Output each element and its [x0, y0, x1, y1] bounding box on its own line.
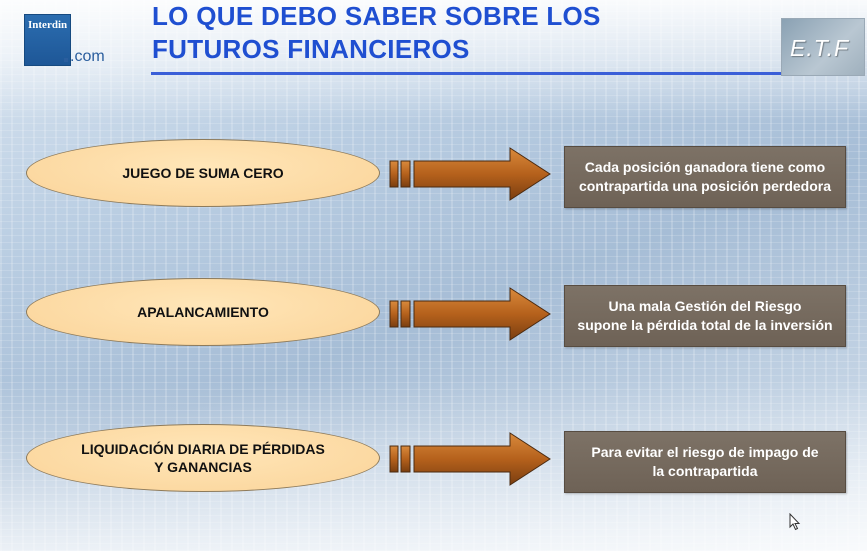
concept-1-line-1: JUEGO DE SUMA CERO	[122, 165, 284, 181]
concept-3-line-2: Y GANANCIAS	[154, 459, 252, 475]
etf-badge-text: E.T.F	[790, 35, 850, 61]
logo-brand-text: Interdin	[28, 19, 68, 31]
interdin-logo: Interdin .com	[24, 14, 116, 68]
right-arrow-icon	[389, 147, 551, 201]
explanation-box-1: Cada posición ganadora tiene como contra…	[564, 146, 846, 208]
logo-dot	[64, 58, 68, 62]
explanation-box-2: Una mala Gestión del Riesgo supone la pé…	[564, 285, 846, 347]
explanation-3-line-2: la contrapartida	[652, 463, 758, 479]
slide-title: LO QUE DEBO SABER SOBRE LOS FUTUROS FINA…	[152, 0, 712, 66]
explanation-2-line-2: supone la pérdida total de la inversión	[577, 317, 833, 333]
title-underline	[151, 72, 845, 75]
explanation-box-3: Para evitar el riesgo de impago de la co…	[564, 431, 846, 493]
concept-ellipse-3: LIQUIDACIÓN DIARIA DE PÉRDIDAS Y GANANCI…	[26, 424, 380, 492]
concept-ellipse-1: JUEGO DE SUMA CERO	[26, 139, 380, 207]
logo-box: Interdin	[24, 14, 71, 66]
concept-3-line-1: LIQUIDACIÓN DIARIA DE PÉRDIDAS	[81, 441, 325, 457]
explanation-1-line-1: Cada posición ganadora tiene como	[584, 159, 826, 175]
concept-2-line-1: APALANCAMIENTO	[137, 304, 269, 320]
explanation-1-line-2: contrapartida una posición perdedora	[578, 178, 832, 194]
mouse-pointer-icon	[789, 513, 801, 531]
etf-badge: E.T.F	[781, 18, 865, 76]
explanation-3-line-1: Para evitar el riesgo de impago de	[591, 444, 819, 460]
concept-ellipse-2: APALANCAMIENTO	[26, 278, 380, 346]
right-arrow-icon	[389, 287, 551, 341]
right-arrow-icon	[389, 432, 551, 486]
title-line-2: FUTUROS FINANCIEROS	[152, 34, 470, 64]
logo-suffix-text: .com	[70, 48, 105, 65]
title-line-1: LO QUE DEBO SABER SOBRE LOS	[152, 1, 601, 31]
explanation-2-line-1: Una mala Gestión del Riesgo	[608, 298, 802, 314]
